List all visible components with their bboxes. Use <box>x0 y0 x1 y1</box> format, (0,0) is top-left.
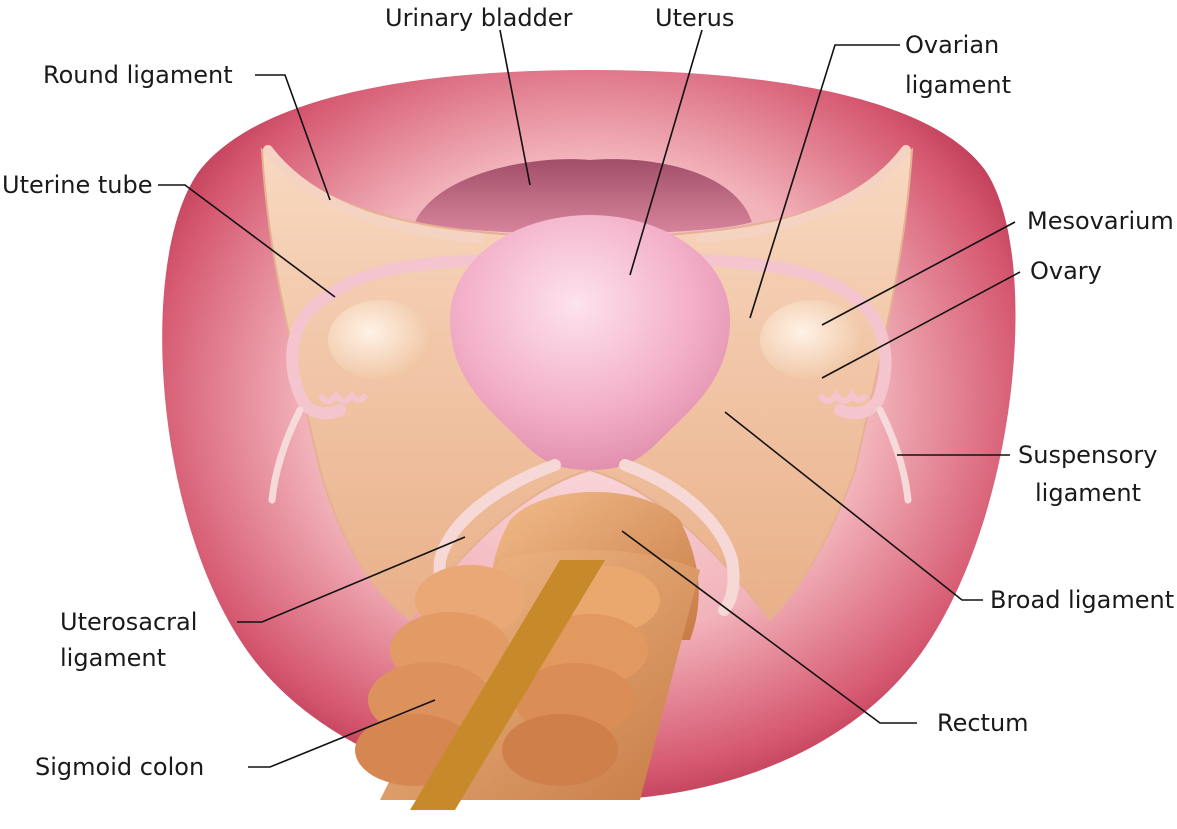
label-uterus: Uterus <box>655 4 734 32</box>
label-rectum: Rectum <box>937 709 1029 737</box>
label-uterosacral-ligament-1: Uterosacral <box>60 608 197 636</box>
label-broad-ligament: Broad ligament <box>990 586 1174 614</box>
ovary-left <box>328 300 432 380</box>
ovary-right <box>760 300 864 380</box>
label-suspensory-ligament-1: Suspensory <box>1018 441 1157 469</box>
label-suspensory-ligament-2: ligament <box>1035 479 1141 507</box>
label-ovarian-ligament-2: ligament <box>905 71 1011 99</box>
label-mesovarium: Mesovarium <box>1027 207 1174 235</box>
label-uterosacral-ligament-2: ligament <box>60 644 166 672</box>
label-ovary: Ovary <box>1030 257 1102 285</box>
label-round-ligament: Round ligament <box>43 61 233 89</box>
label-uterine-tube: Uterine tube <box>2 171 153 199</box>
label-urinary-bladder: Urinary bladder <box>385 4 573 32</box>
label-ovarian-ligament-1: Ovarian <box>905 31 999 59</box>
label-sigmoid-colon: Sigmoid colon <box>35 753 204 781</box>
